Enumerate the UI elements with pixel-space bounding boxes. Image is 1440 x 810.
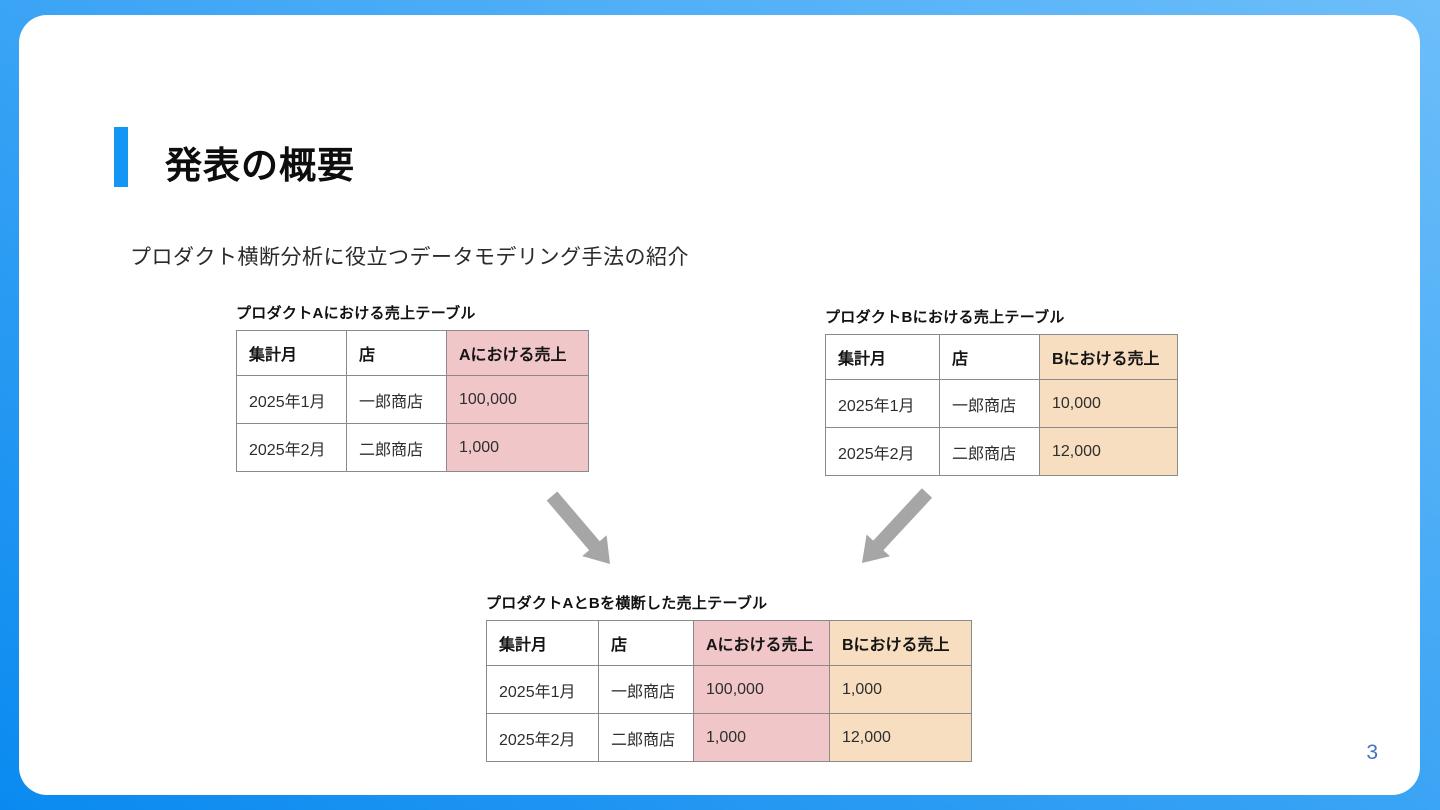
header-cell: 店 — [346, 330, 447, 376]
down-right-arrow-icon — [546, 491, 610, 564]
data-cell: 一郎商店 — [939, 379, 1040, 428]
combined-table: 集計月 店 Aにおける売上 Bにおける売上 2025年1月 一郎商店 100,0… — [486, 620, 972, 762]
product-a-table: 集計月 店 Aにおける売上 2025年1月 一郎商店 100,000 2025年… — [236, 330, 589, 472]
data-cell: 12,000 — [829, 713, 972, 762]
data-cell: 2025年2月 — [486, 713, 599, 762]
header-cell: 集計月 — [486, 620, 599, 666]
header-cell: Bにおける売上 — [829, 620, 972, 666]
data-cell: 一郎商店 — [598, 665, 694, 714]
data-cell: 2025年2月 — [825, 427, 940, 476]
product-b-table-section: プロダクトBにおける売上テーブル 集計月 店 Bにおける売上 2025年1月 一… — [825, 306, 1178, 476]
table-row: 2025年2月 二郎商店 1,000 12,000 — [486, 713, 972, 762]
table-row: 2025年1月 一郎商店 100,000 — [236, 375, 589, 424]
product-b-table-caption: プロダクトBにおける売上テーブル — [825, 309, 1065, 326]
combined-table-caption: プロダクトAとBを横断した売上テーブル — [486, 595, 768, 612]
table-header-row: 集計月 店 Bにおける売上 — [825, 334, 1178, 380]
page-number: 3 — [1366, 741, 1378, 764]
data-cell: 2025年1月 — [486, 665, 599, 714]
data-cell: 2025年1月 — [825, 379, 940, 428]
combined-table-section: プロダクトAとBを横断した売上テーブル 集計月 店 Aにおける売上 Bにおける売… — [486, 592, 972, 762]
data-cell: 1,000 — [693, 713, 830, 762]
product-a-table-section: プロダクトAにおける売上テーブル 集計月 店 Aにおける売上 2025年1月 一… — [236, 302, 589, 472]
data-cell: 2025年1月 — [236, 375, 347, 424]
data-cell: 一郎商店 — [346, 375, 447, 424]
data-cell: 二郎商店 — [939, 427, 1040, 476]
table-header-row: 集計月 店 Aにおける売上 — [236, 330, 589, 376]
data-cell: 1,000 — [446, 423, 589, 472]
data-cell: 二郎商店 — [598, 713, 694, 762]
data-cell: 10,000 — [1039, 379, 1178, 428]
header-cell: Aにおける売上 — [693, 620, 830, 666]
data-cell: 100,000 — [693, 665, 830, 714]
table-row: 2025年1月 一郎商店 10,000 — [825, 379, 1178, 428]
table-row: 2025年1月 一郎商店 100,000 1,000 — [486, 665, 972, 714]
header-cell: 店 — [598, 620, 694, 666]
data-cell: 2025年2月 — [236, 423, 347, 472]
data-cell: 12,000 — [1039, 427, 1178, 476]
down-left-arrow-icon — [862, 488, 933, 563]
header-cell: 集計月 — [825, 334, 940, 380]
header-cell: Bにおける売上 — [1039, 334, 1178, 380]
header-cell: 店 — [939, 334, 1040, 380]
product-b-table: 集計月 店 Bにおける売上 2025年1月 一郎商店 10,000 2025年2… — [825, 334, 1178, 476]
title-accent-bar — [114, 127, 128, 187]
table-row: 2025年2月 二郎商店 1,000 — [236, 423, 589, 472]
slide-subtitle: プロダクト横断分析に役立つデータモデリング手法の紹介 — [130, 246, 689, 269]
slide-card: 発表の概要 プロダクト横断分析に役立つデータモデリング手法の紹介 プロダクトAに… — [19, 15, 1420, 795]
data-cell: 1,000 — [829, 665, 972, 714]
table-header-row: 集計月 店 Aにおける売上 Bにおける売上 — [486, 620, 972, 666]
data-cell: 二郎商店 — [346, 423, 447, 472]
header-cell: 集計月 — [236, 330, 347, 376]
product-a-table-caption: プロダクトAにおける売上テーブル — [236, 305, 476, 322]
data-cell: 100,000 — [446, 375, 589, 424]
table-row: 2025年2月 二郎商店 12,000 — [825, 427, 1178, 476]
page-title: 発表の概要 — [165, 145, 355, 186]
header-cell: Aにおける売上 — [446, 330, 589, 376]
